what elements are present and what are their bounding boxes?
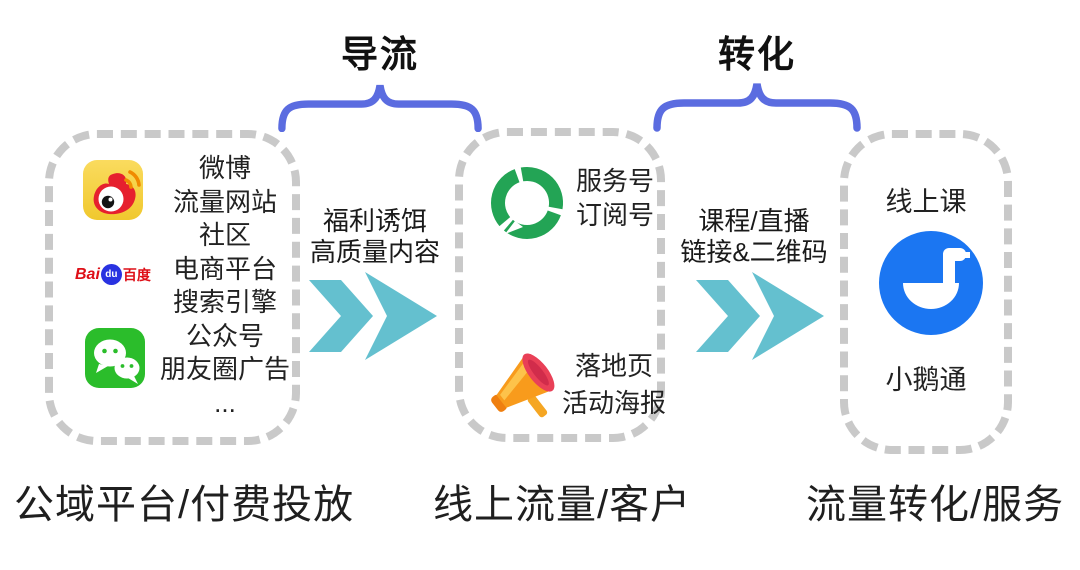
phase-title-flow: 导流: [341, 34, 419, 75]
baidu-paw-icon: du: [100, 264, 122, 285]
stage2-caption: 线上流量/客户: [433, 483, 692, 527]
xiaoetong-brand-label: 小鹅通: [885, 365, 967, 395]
arrow1-line2: 高质量内容: [309, 237, 440, 267]
baidu-logo-bai: Bai: [75, 265, 100, 283]
baidu-logo: Bai du 百度: [75, 264, 151, 285]
subscription-account-label: 订阅号: [575, 200, 654, 230]
service-account-label: 服务号: [575, 166, 654, 196]
stage2-landing-labels: 落地页 活动海报: [559, 348, 669, 422]
list-item-ellipsis: ...: [214, 387, 236, 418]
list-item: 电商平台: [172, 253, 277, 284]
wechat-official-account-icon: [491, 166, 564, 239]
stage1-caption: 公域平台/付费投放: [14, 483, 355, 527]
list-item: 微博: [198, 153, 251, 183]
event-poster-label: 活动海报: [561, 388, 666, 418]
brace-conversion-icon: [653, 83, 861, 132]
list-item: 公众号: [185, 320, 264, 351]
arrow1-line1: 福利诱饵: [322, 206, 427, 236]
stage3-conversion-box: 线上课 小鹅通: [840, 130, 1012, 454]
conversion-arrow-icon: [696, 272, 824, 360]
wechat-icon: [85, 328, 145, 388]
stage1-public-platforms-box: Bai du 百度 微博 流量网站 社区 电商平台 搜索引擎 公众号 朋友圈广告…: [45, 130, 300, 445]
arrow2-line2: 链接&二维码: [680, 237, 828, 267]
megaphone-icon: [491, 353, 555, 418]
xiaoetong-goose-icon: [879, 231, 983, 335]
online-course-label: 线上课: [885, 187, 967, 217]
weibo-icon: [83, 160, 143, 220]
list-item: 搜索引擎: [172, 287, 277, 317]
flow-arrow-icon: [309, 272, 437, 360]
landing-page-label: 落地页: [574, 351, 653, 381]
list-item: 社区: [198, 220, 251, 250]
list-item: 朋友圈广告: [159, 354, 290, 384]
list-item: 流量网站: [172, 186, 277, 217]
brace-flow-icon: [278, 84, 482, 132]
arrow2-line1: 课程/直播: [698, 206, 810, 236]
stage2-online-traffic-box: 服务号 订阅号 落地页 活动海报: [455, 128, 666, 442]
stage1-channel-list: 微博 流量网站 社区 电商平台 搜索引擎 公众号 朋友圈广告 ...: [149, 152, 301, 420]
stage2-official-labels: 服务号 订阅号: [567, 164, 663, 232]
phase-title-conversion: 转化: [718, 34, 796, 75]
arrow1-label: 福利诱饵 高质量内容: [295, 206, 455, 268]
baidu-logo-cn: 百度: [122, 266, 151, 283]
arrow2-label: 课程/直播 链接&二维码: [668, 206, 840, 268]
stage3-caption: 流量转化/服务: [806, 483, 1065, 527]
